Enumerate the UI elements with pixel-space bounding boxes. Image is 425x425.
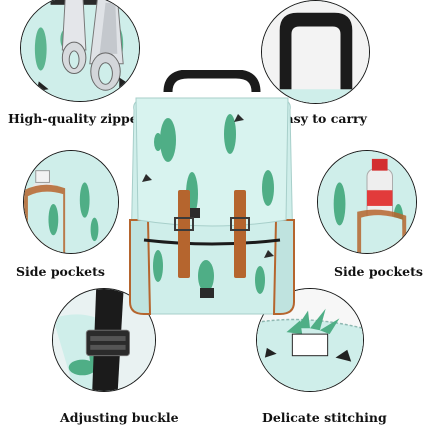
zipper-pulls-icon — [21, 0, 139, 101]
feature-label-buckle: Adjusting buckle — [60, 410, 179, 425]
strap-buckle-icon — [53, 289, 155, 391]
feature-label-pocket-left: Side pockets — [16, 264, 105, 279]
bottle-pocket-icon — [318, 151, 416, 253]
backpack-image — [129, 70, 295, 315]
handle-detail-image — [261, 0, 370, 104]
bottle-pocket-icon — [24, 151, 118, 253]
feature-label-zipper: High-quality zipper — [8, 111, 145, 126]
side-pocket-left-image — [23, 150, 119, 254]
side-pocket-right-image — [317, 150, 417, 254]
buckle-detail-image — [52, 288, 156, 392]
feature-label-pocket-right: Side pockets — [334, 264, 423, 279]
zipper-detail-image — [20, 0, 140, 102]
feature-label-stitching: Delicate stitching — [262, 410, 387, 425]
carry-handle-icon — [262, 1, 369, 103]
feature-label-handle: Easy to carry — [276, 111, 367, 126]
